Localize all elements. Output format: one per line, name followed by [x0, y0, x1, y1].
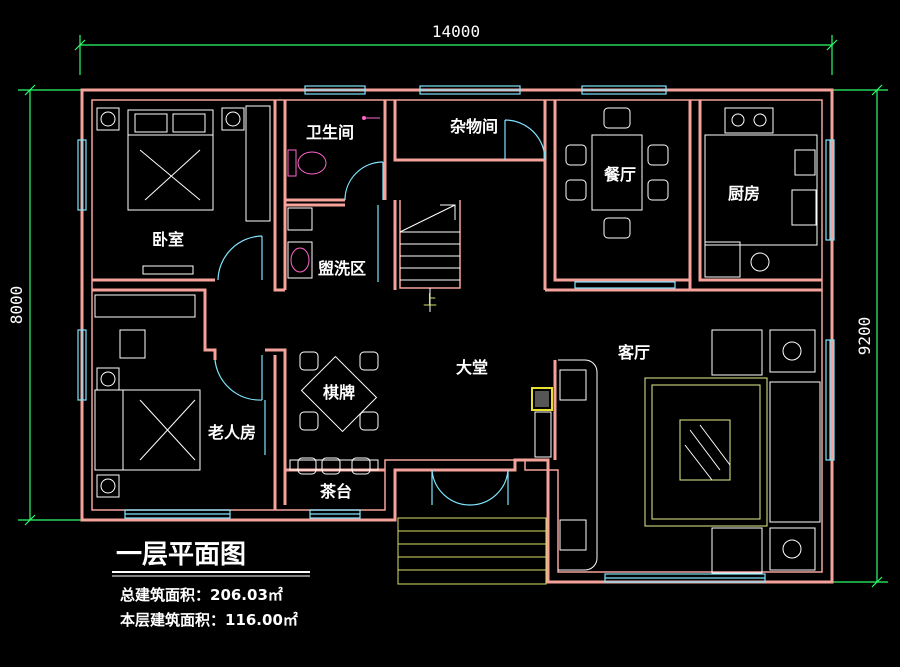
room-label-hall: 大堂: [456, 358, 488, 377]
living-furniture: [531, 329, 821, 574]
total-area-text: 总建筑面积：206.03㎡: [120, 586, 283, 604]
dimension-right-label: 9200: [855, 317, 874, 356]
bedroom-furniture: [96, 105, 271, 275]
chess-table: [299, 351, 379, 433]
floor-area-text: 本层建筑面积：116.00㎡: [120, 611, 298, 629]
dimension-top-label: 14000: [432, 22, 480, 41]
room-label-bathroom: 卫生间: [306, 123, 354, 142]
bathroom-fixtures: [287, 116, 380, 279]
room-label-tea: 茶台: [319, 482, 352, 501]
kitchen-furniture: [704, 107, 818, 278]
room-label-bedroom: 卧室: [152, 230, 184, 249]
windows: [77, 85, 835, 583]
tea-furniture: [289, 457, 379, 475]
elder-room-furniture: [94, 294, 201, 498]
room-label-living: 客厅: [618, 343, 650, 362]
room-label-dining: 餐厅: [603, 165, 636, 184]
room-label-elder-room: 老人房: [207, 423, 256, 442]
room-label-washroom: 盥洗区: [318, 259, 366, 278]
dimension-left-label: 8000: [7, 286, 26, 325]
doors: [214, 119, 546, 506]
interior-stairs: [399, 200, 461, 312]
room-label-kitchen: 厨房: [728, 184, 760, 203]
entrance-stairs: [397, 517, 547, 585]
room-label-storage: 杂物间: [450, 117, 498, 136]
dining-furniture: [565, 107, 669, 239]
dimension-lines: [18, 35, 888, 588]
room-label-chess: 棋牌: [323, 383, 355, 402]
walls: [80, 88, 834, 584]
stair-up-mark: 上: [423, 293, 437, 309]
plan-title: 一层平面图: [116, 540, 246, 570]
